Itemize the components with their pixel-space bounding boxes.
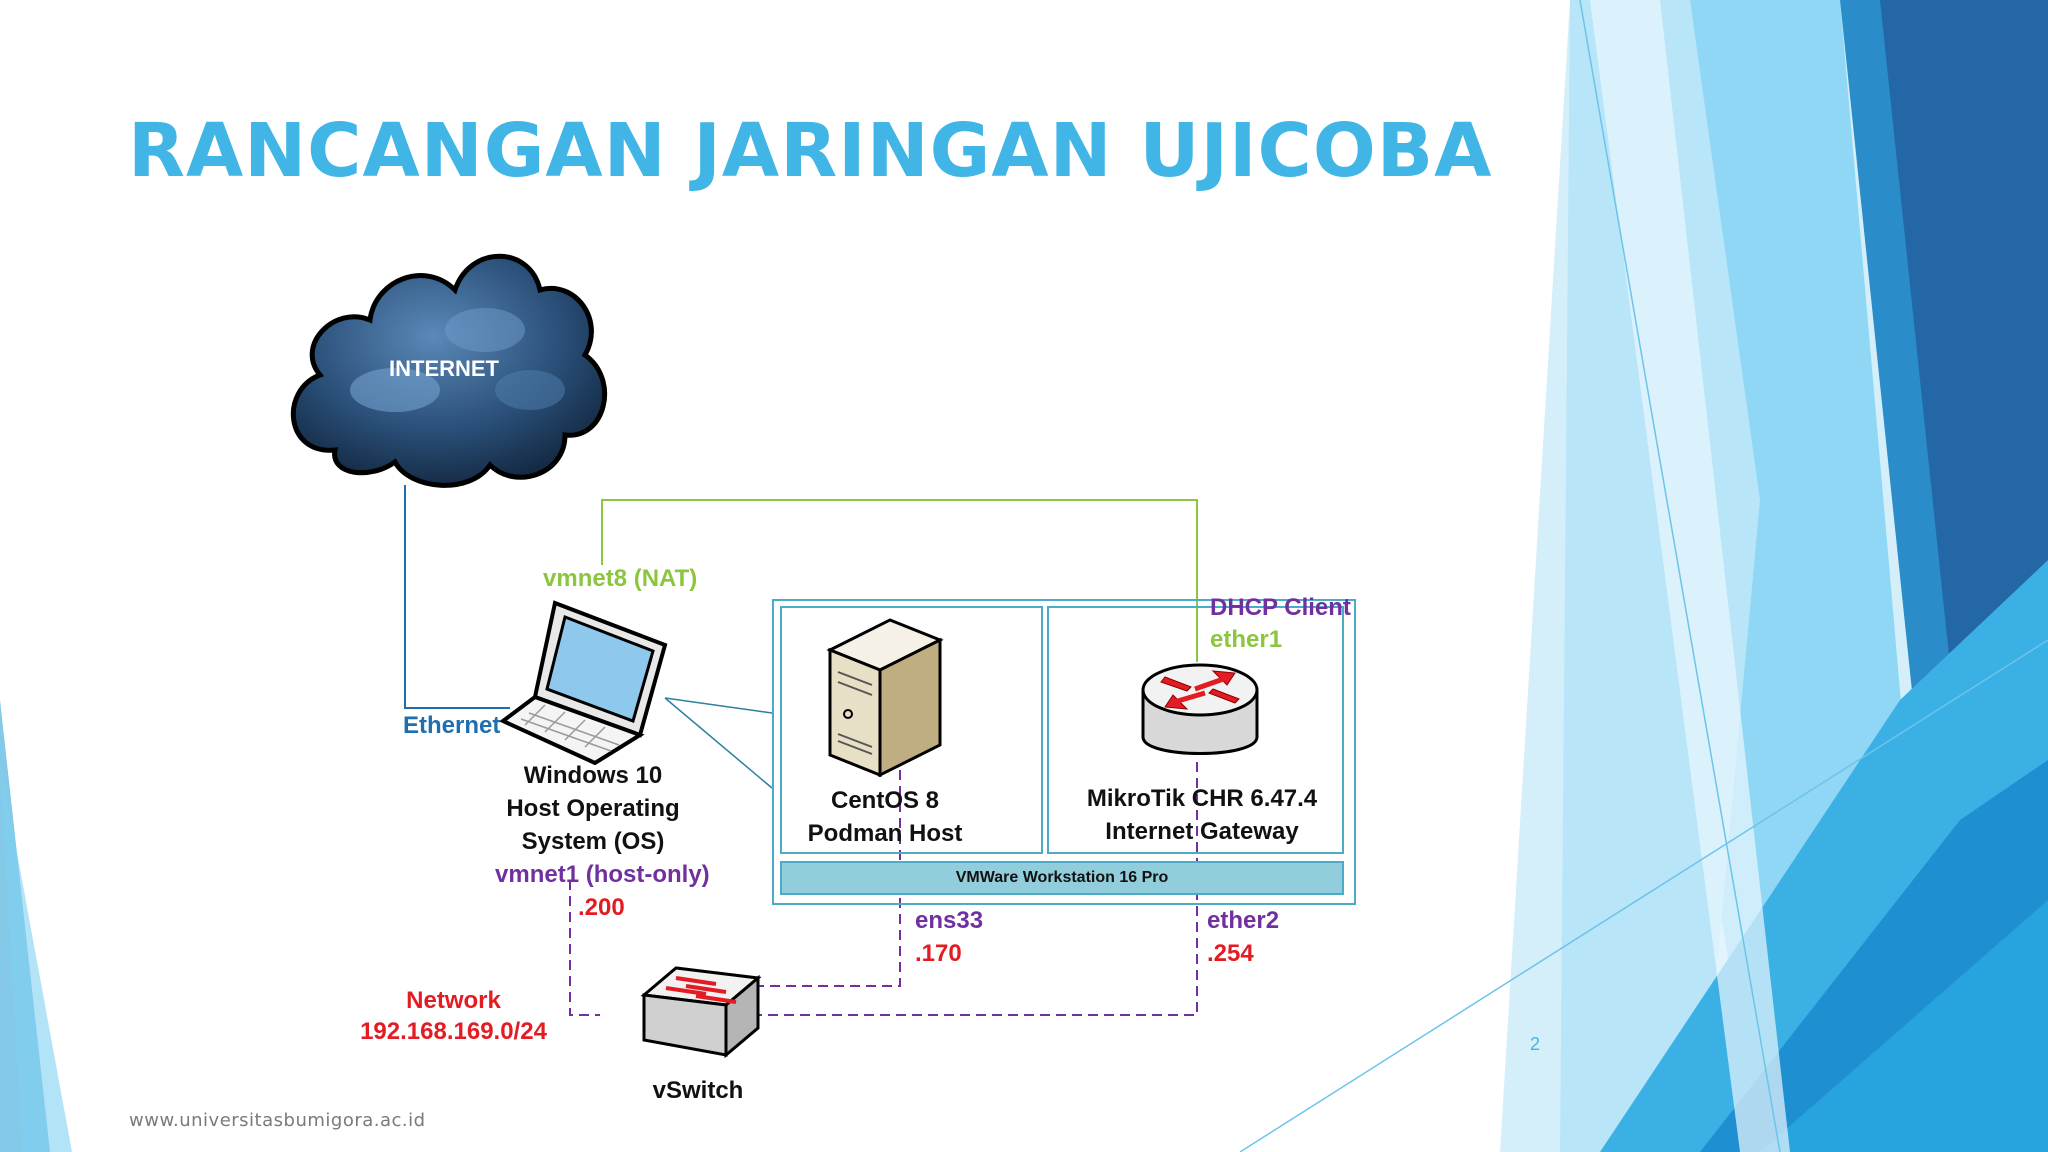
router-icon (1141, 663, 1259, 755)
mikrotik-label-line2: Internet Gateway (1105, 818, 1299, 845)
vmnet8-label: vmnet8 (NAT) (543, 565, 698, 592)
centos-ip-label: .170 (915, 940, 962, 967)
laptop-icon (499, 600, 668, 765)
host-only-link-centos (736, 770, 901, 987)
dhcp-client-label: DHCP Client (1210, 594, 1351, 621)
slide-title: RANCANGAN JARINGAN UJICOBA (128, 108, 1493, 194)
server-icon (826, 618, 944, 778)
page-number: 2 (1530, 1034, 1541, 1054)
footer-url: www.universitasbumigora.ac.id (129, 1110, 426, 1131)
ether1-label: ether1 (1210, 626, 1283, 653)
network-label-line2: 192.168.169.0/24 (360, 1018, 547, 1045)
mikrotik-vm-box (1047, 606, 1344, 854)
vswitch-icon (640, 966, 762, 1059)
windows-host-label-line1: Windows 10 (523, 762, 663, 789)
vmnet1-label: vmnet1 (host-only) (495, 861, 710, 888)
ens33-label: ens33 (915, 907, 984, 934)
laptop-vm-link-1 (664, 697, 773, 714)
network-label-line1: Network (406, 987, 501, 1014)
ethernet-link (404, 485, 510, 709)
mikrotik-label-line1: MikroTik CHR 6.47.4 (1086, 785, 1318, 812)
mikrotik-ip-label: .254 (1207, 940, 1254, 967)
centos-vm-box (780, 606, 1043, 854)
laptop-vm-link-2 (664, 697, 773, 789)
centos-label-line1: CentOS 8 (830, 787, 940, 814)
ethernet-label: Ethernet (403, 712, 501, 739)
nat-link (601, 499, 1198, 662)
vswitch-label: vSwitch (652, 1077, 744, 1104)
windows-ip-label: .200 (578, 894, 625, 921)
ether2-label: ether2 (1207, 907, 1280, 934)
centos-label-line2: Podman Host (807, 820, 963, 847)
vmware-workstation-bar: VMWare Workstation 16 Pro (780, 861, 1344, 895)
windows-host-label-line3: System (OS) (521, 828, 665, 855)
host-only-link-mikrotik (756, 762, 1198, 1016)
vmware-outer-box (772, 599, 1356, 905)
host-only-link-windows (569, 880, 600, 1016)
internet-label: INTERNET (389, 356, 499, 381)
windows-host-label-line2: Host Operating (506, 795, 680, 822)
internet-cloud-icon (290, 253, 608, 488)
